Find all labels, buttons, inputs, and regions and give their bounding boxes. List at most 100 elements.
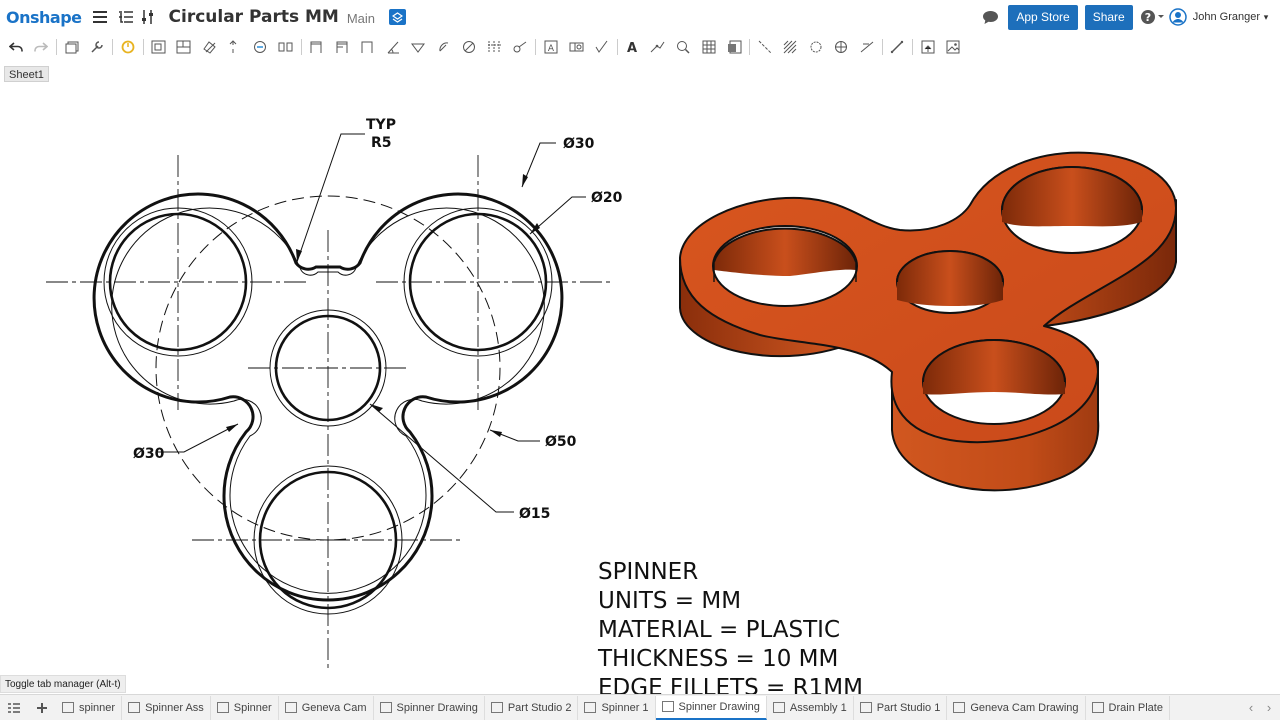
feature-list-icon[interactable]	[115, 6, 137, 28]
version-graph-icon[interactable]	[389, 9, 407, 25]
text-icon[interactable]: A	[620, 36, 646, 58]
radial-dimension-icon[interactable]	[431, 36, 457, 58]
top-view	[46, 133, 612, 668]
dia-30-top-label[interactable]: Ø30	[563, 136, 595, 152]
app-store-button[interactable]: App Store	[1008, 4, 1078, 30]
document-tab[interactable]: Part Studio 1	[854, 695, 948, 720]
onshape-logo[interactable]: Onshape	[6, 7, 82, 27]
auxiliary-view-icon[interactable]	[197, 36, 223, 58]
document-tab[interactable]: Drain Plate	[1086, 695, 1170, 720]
part-studio-icon	[584, 702, 597, 713]
document-tab[interactable]: Spinner Drawing	[655, 695, 767, 720]
diameter-dimension-icon[interactable]	[457, 36, 483, 58]
update-drawing-icon[interactable]	[115, 36, 141, 58]
angular-dimension-icon[interactable]	[380, 36, 406, 58]
table-icon[interactable]	[696, 36, 722, 58]
tab-label: Spinner Drawing	[396, 701, 478, 714]
bom-table-icon[interactable]	[722, 36, 748, 58]
baseline-dimension-icon[interactable]	[329, 36, 355, 58]
dia-20-label[interactable]: Ø20	[591, 190, 623, 206]
tab-label: Spinner Drawing	[678, 700, 760, 713]
note-icon[interactable]: A	[538, 36, 564, 58]
document-tab[interactable]: Geneva Cam Drawing	[947, 695, 1086, 720]
top-right-controls: App Store Share ? John Granger ▾	[979, 4, 1272, 30]
geometric-tolerance-icon[interactable]	[564, 36, 590, 58]
linear-dimension-icon[interactable]	[304, 36, 330, 58]
dia-15-label[interactable]: Ø15	[519, 506, 550, 522]
drawing-note[interactable]: SPINNER UNITS = MM MATERIAL = PLASTIC TH…	[598, 558, 863, 703]
sketch-line-icon[interactable]	[885, 36, 911, 58]
user-avatar-icon[interactable]	[1167, 6, 1189, 28]
document-tab[interactable]: Spinner	[211, 695, 279, 720]
circular-centerline-icon[interactable]	[803, 36, 829, 58]
user-menu-chevron-icon[interactable]: ▾	[1263, 11, 1269, 22]
ordinate-dimension-icon[interactable]	[355, 36, 381, 58]
part-studio-icon	[216, 702, 229, 713]
drawing-icon	[953, 702, 966, 713]
help-icon[interactable]: ?	[1139, 6, 1167, 28]
document-tab[interactable]: Spinner Ass	[122, 695, 211, 720]
outer-profile	[92, 192, 564, 602]
redo-icon[interactable]	[29, 36, 55, 58]
workspace-name[interactable]: Main	[346, 11, 376, 26]
undo-icon[interactable]	[3, 36, 29, 58]
typ-label[interactable]: TYP	[366, 117, 396, 133]
projected-view-icon[interactable]	[171, 36, 197, 58]
add-tab-icon[interactable]	[28, 696, 56, 720]
insert-view-icon[interactable]	[146, 36, 172, 58]
tab-label: Spinner 1	[601, 701, 649, 714]
chamfer-dimension-icon[interactable]	[406, 36, 432, 58]
document-tab[interactable]: Assembly 1	[767, 695, 854, 720]
zoom-icon[interactable]	[671, 36, 697, 58]
hole-callout-icon[interactable]	[508, 36, 534, 58]
dia-30-left-label[interactable]: Ø30	[133, 446, 165, 462]
tab-manager-icon[interactable]	[0, 696, 28, 720]
svg-text:?: ?	[1145, 11, 1151, 24]
sheet-tab[interactable]: Sheet1	[4, 66, 49, 82]
hatch-icon[interactable]	[778, 36, 804, 58]
svg-text:A: A	[548, 44, 555, 54]
centermark-icon[interactable]	[829, 36, 855, 58]
tab-label: Geneva Cam	[301, 701, 367, 714]
tab-label: Drain Plate	[1108, 701, 1163, 714]
section-view-icon[interactable]	[222, 36, 248, 58]
document-tab[interactable]: Spinner Drawing	[374, 695, 485, 720]
dia-50-label[interactable]: Ø50	[545, 434, 577, 450]
drawing-canvas[interactable]: TYP R5 Ø30 Ø20 Ø30 Ø50 Ø15	[0, 84, 1280, 701]
broken-view-icon[interactable]	[273, 36, 299, 58]
user-name[interactable]: John Granger	[1192, 11, 1260, 23]
scroll-tabs-right-icon[interactable]: ›	[1266, 699, 1272, 715]
sheet-properties-icon[interactable]	[59, 36, 85, 58]
detail-view-icon[interactable]	[248, 36, 274, 58]
document-title[interactable]: Circular Parts MM	[168, 7, 339, 27]
surface-finish-icon[interactable]	[589, 36, 615, 58]
point-to-point-centerline-icon[interactable]	[854, 36, 880, 58]
holes	[103, 207, 553, 615]
properties-wrench-icon[interactable]	[85, 36, 111, 58]
export-icon[interactable]	[915, 36, 941, 58]
document-tab[interactable]: spinner	[56, 695, 123, 720]
isometric-view	[679, 151, 1177, 492]
r5-label[interactable]: R5	[371, 135, 392, 151]
callout-icon[interactable]	[645, 36, 671, 58]
hole-table-icon[interactable]	[482, 36, 508, 58]
configurations-icon[interactable]	[137, 6, 159, 28]
tab-manager-tooltip: Toggle tab manager (Alt-t)	[0, 675, 126, 693]
svg-text:A: A	[627, 41, 637, 54]
document-tab[interactable]: Geneva Cam	[279, 695, 374, 720]
note-line: UNITS = MM	[598, 588, 742, 614]
document-tab[interactable]: Part Studio 2	[485, 695, 579, 720]
tab-label: Part Studio 1	[876, 701, 941, 714]
share-button[interactable]: Share	[1084, 4, 1133, 30]
centerline-icon[interactable]	[752, 36, 778, 58]
insert-image-icon[interactable]	[941, 36, 967, 58]
comments-icon[interactable]	[979, 6, 1001, 28]
note-line: SPINNER	[598, 559, 699, 585]
leaders	[158, 133, 586, 513]
scroll-tabs-left-icon[interactable]: ‹	[1248, 699, 1254, 715]
menu-icon[interactable]	[92, 11, 107, 23]
document-tab[interactable]: Spinner 1	[578, 695, 656, 720]
part-studio-icon	[284, 702, 297, 713]
